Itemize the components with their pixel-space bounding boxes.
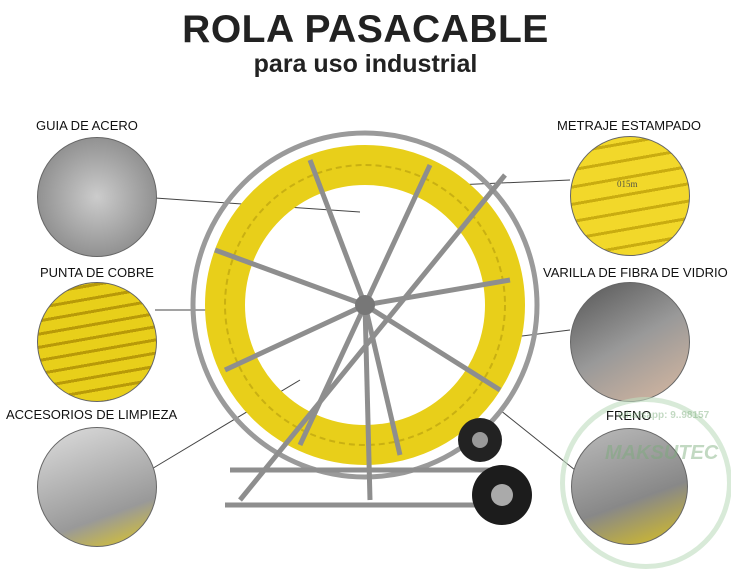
watermark-ring xyxy=(560,397,731,569)
stamp-text: 015m xyxy=(617,179,638,189)
label-punta-de-cobre: PUNTA DE COBRE xyxy=(40,265,154,280)
watermark-brand: MAKSUTEC xyxy=(605,442,719,464)
detail-brake xyxy=(571,428,688,545)
label-accesorios-de-limpieza: ACCESORIOS DE LIMPIEZA xyxy=(6,407,178,422)
label-metraje-estampado: METRAJE ESTAMPADO xyxy=(557,118,701,133)
page-title: ROLA PASACABLE xyxy=(182,8,549,51)
detail-copper-tip xyxy=(37,282,157,402)
label-guia-de-acero: GUIA DE ACERO xyxy=(36,118,138,133)
watermark-contact: whatsapp: 9..98157 xyxy=(618,410,710,421)
detail-steel-guide xyxy=(37,137,157,257)
page-subtitle: para uso industrial xyxy=(253,50,478,78)
label-freno: FRENO xyxy=(606,408,652,423)
detail-fiberglass-rod xyxy=(570,282,690,402)
detail-cleaning-accessories xyxy=(37,427,157,547)
detail-stamped-length: 015m xyxy=(570,136,690,256)
label-varilla-fibra-vidrio: VARILLA DE FIBRA DE VIDRIO xyxy=(543,265,728,280)
